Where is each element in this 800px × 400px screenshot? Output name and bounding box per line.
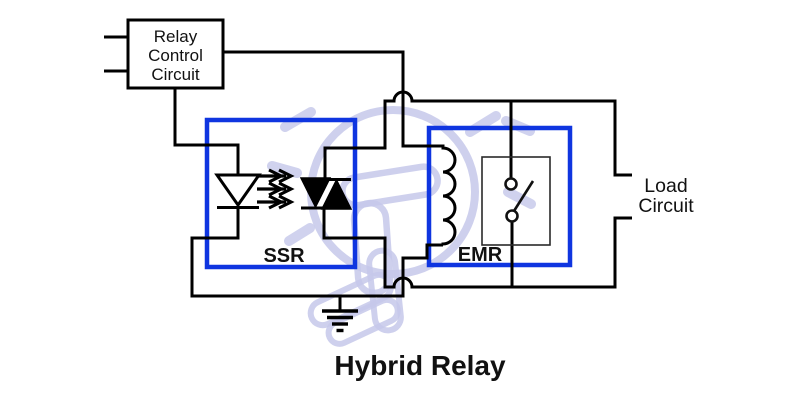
ground-rail-wire: [190, 207, 443, 298]
load-side-wires: [322, 90, 632, 289]
load-circuit-label-line1: Load: [644, 175, 687, 197]
relay-control-box: [126, 18, 225, 90]
diagram-title: Hybrid Relay: [334, 350, 506, 381]
load-bottom-rail: [322, 209, 632, 289]
led-symbol: [214, 173, 262, 209]
switch-contact-symbol: [481, 156, 551, 246]
coil-feed-wire-and-coil-symbol: [223, 50, 457, 246]
emr-label: EMR: [458, 244, 503, 266]
emission-arrow: [257, 168, 295, 184]
load-circuit-label-line2: Circuit: [638, 195, 694, 217]
ssr-label: SSR: [263, 245, 305, 267]
relay-control-label-line1: Relay: [154, 27, 198, 46]
ground-symbol: [322, 296, 358, 333]
emission-arrow: [257, 194, 295, 210]
triac-symbol: [299, 177, 353, 210]
relay-control-label-line2: Control: [148, 46, 203, 65]
relay-control-label-line3: Circuit: [151, 65, 199, 84]
load-top-rail: [323, 90, 632, 178]
emission-arrow: [257, 181, 295, 197]
led-feed-wire: [173, 88, 240, 175]
light-emission-arrows-icon: [257, 168, 295, 210]
control-side-wires: [104, 35, 457, 298]
emr-module-box: [426, 125, 573, 268]
ssr-module-box: [204, 117, 358, 270]
